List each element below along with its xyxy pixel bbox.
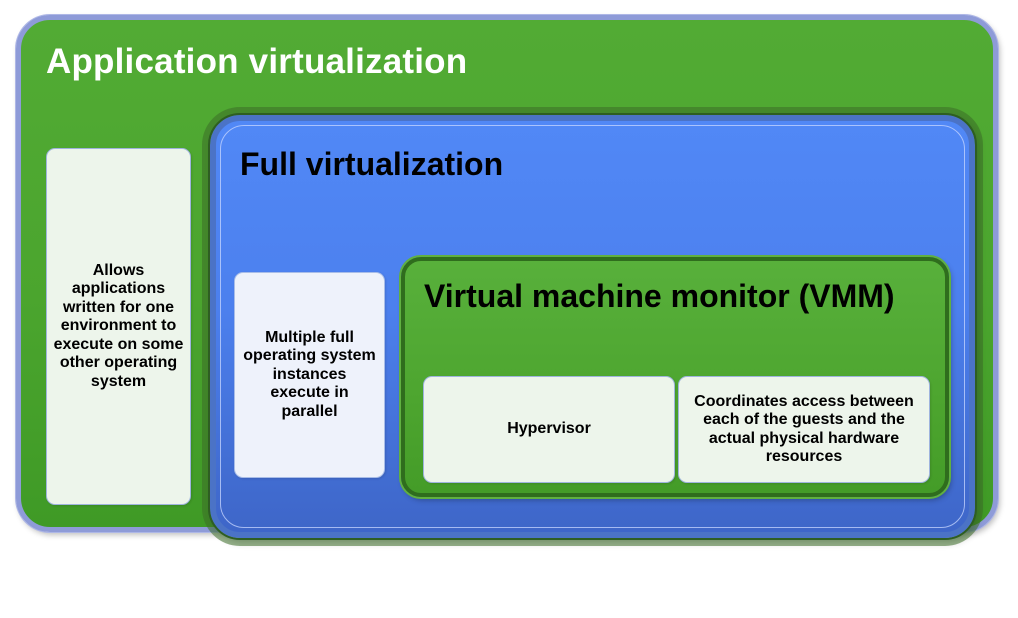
full-virtualization-description-text: Multiple full operating system instances…	[243, 328, 376, 420]
vmm-description-box: Coordinates access between each of the g…	[678, 376, 930, 483]
full-virtualization-title: Full virtualization	[240, 146, 504, 182]
application-virtualization-description: Allows applications written for one envi…	[46, 148, 191, 505]
full-virtualization-inner-border	[220, 125, 965, 528]
vmm-title: Virtual machine monitor (VMM)	[424, 278, 895, 314]
application-virtualization-description-text: Allows applications written for one envi…	[53, 261, 184, 390]
application-virtualization-title: Application virtualization	[46, 42, 468, 81]
full-virtualization-description: Multiple full operating system instances…	[234, 272, 385, 478]
vmm-description-text: Coordinates access between each of the g…	[694, 392, 914, 466]
hypervisor-box: Hypervisor	[423, 376, 675, 483]
hypervisor-label: Hypervisor	[507, 420, 591, 438]
